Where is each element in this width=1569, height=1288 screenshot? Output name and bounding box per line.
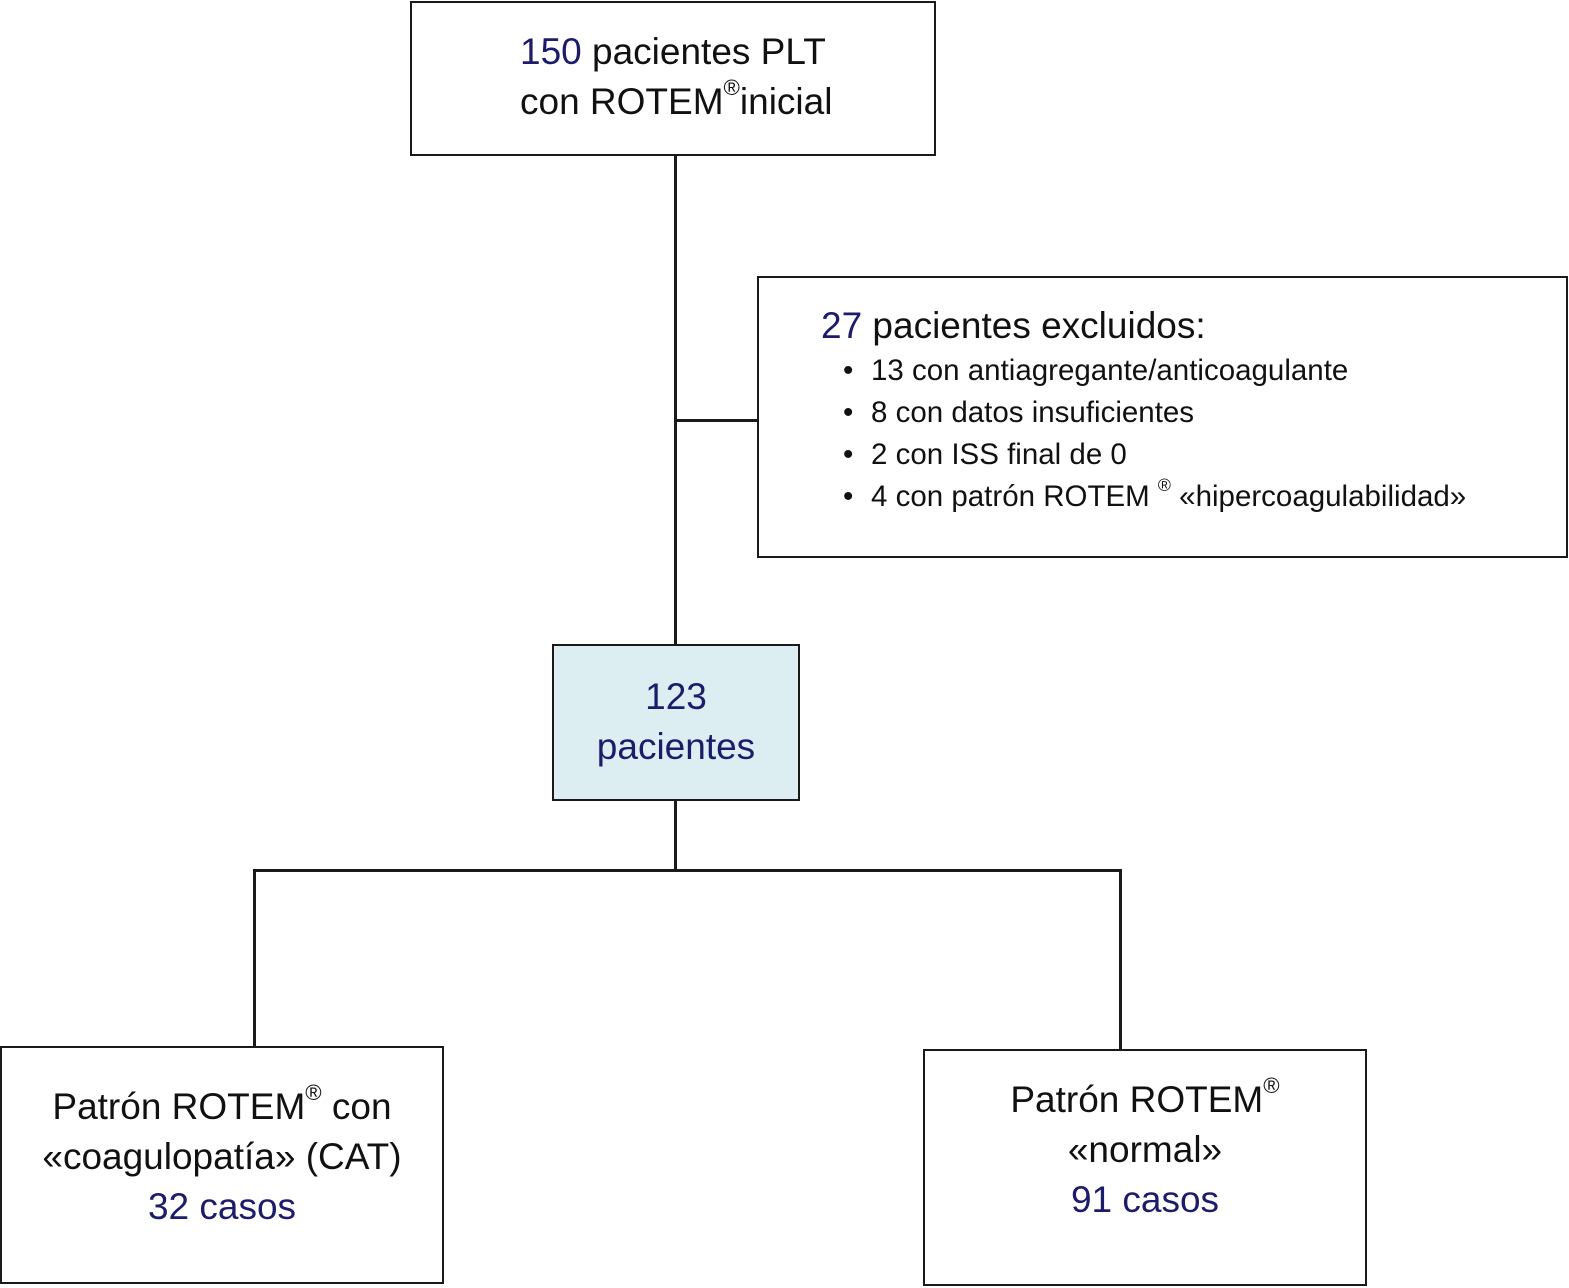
bullet-icon: • <box>843 396 854 429</box>
connector-to-right-box <box>1119 869 1122 1050</box>
connector-branch-excluded <box>674 419 758 422</box>
normal-group-box: Patrón ROTEM® «normal» 91 casos <box>923 1049 1367 1286</box>
exclusion-reason: 8 con datos insuficientes <box>871 396 1195 429</box>
connector-middle-down <box>674 800 677 872</box>
list-item: • 2 con ISS final de 0 <box>843 434 1466 476</box>
excluded-heading: 27 pacientes excluidos: <box>821 304 1206 348</box>
exclusion-reason: 2 con ISS final de 0 <box>871 438 1127 471</box>
coagulopathy-cases: 32 casos <box>147 1186 297 1227</box>
bullet-icon: • <box>843 480 854 513</box>
coagulopathy-line1: Patrón ROTEM® con <box>2 1082 442 1132</box>
initial-patients-label: pacientes PLT <box>581 31 826 72</box>
initial-patients-box: 150 pacientes PLT con ROTEM®inicial <box>410 1 936 156</box>
coagulopathy-group-box: Patrón ROTEM® con «coagulopatía» (CAT) 3… <box>0 1046 444 1284</box>
excluded-patients-box: 27 pacientes excluidos: • 13 con antiagre… <box>757 276 1568 558</box>
initial-patients-line1: 150 pacientes PLT <box>520 27 826 77</box>
rotem-label: con ROTEM <box>520 81 724 122</box>
pattern-label: Patrón ROTEM <box>1010 1079 1264 1120</box>
initial-label: inicial <box>739 81 833 122</box>
included-patients-box: 123 pacientes <box>552 644 800 801</box>
initial-patients-count: 150 <box>520 31 582 72</box>
normal-line2: «normal» <box>1067 1129 1223 1170</box>
coagulopathy-line2: «coagulopatía» (CAT) <box>42 1136 402 1177</box>
normal-line1: Patrón ROTEM® <box>925 1075 1365 1125</box>
connector-horizontal-split <box>254 869 1122 872</box>
pattern-label-suffix: con <box>321 1086 392 1127</box>
included-count: 123 <box>645 676 707 717</box>
normal-cases: 91 casos <box>1070 1179 1220 1220</box>
registered-mark: ® <box>305 1080 322 1106</box>
excluded-count: 27 <box>821 305 863 346</box>
bullet-icon: • <box>843 354 854 387</box>
included-label: pacientes <box>596 726 756 767</box>
excluded-reasons-list: • 13 con antiagregante/anticoagulante • 8 … <box>843 350 1466 518</box>
pattern-label: Patrón ROTEM <box>52 1086 306 1127</box>
connector-top-to-middle <box>674 155 677 645</box>
exclusion-reason: 13 con antiagregante/anticoagulante <box>871 354 1349 387</box>
registered-mark: ® <box>723 75 740 101</box>
list-item: • 8 con datos insuficientes <box>843 392 1466 434</box>
connector-to-left-box <box>253 869 256 1048</box>
initial-patients-line2: con ROTEM®inicial <box>520 77 832 127</box>
registered-mark: ® <box>1263 1073 1280 1099</box>
excluded-heading-label: pacientes excluidos: <box>862 305 1206 346</box>
list-item: • 4 con patrón ROTEM ® «hipercoagulabilid… <box>843 476 1466 518</box>
exclusion-reason-post: «hipercoagulabilidad» <box>1170 480 1467 513</box>
bullet-icon: • <box>843 438 854 471</box>
exclusion-reason-pre: 4 con patrón ROTEM <box>871 480 1158 513</box>
list-item: • 13 con antiagregante/anticoagulante <box>843 350 1466 392</box>
registered-mark: ® <box>1157 474 1171 495</box>
